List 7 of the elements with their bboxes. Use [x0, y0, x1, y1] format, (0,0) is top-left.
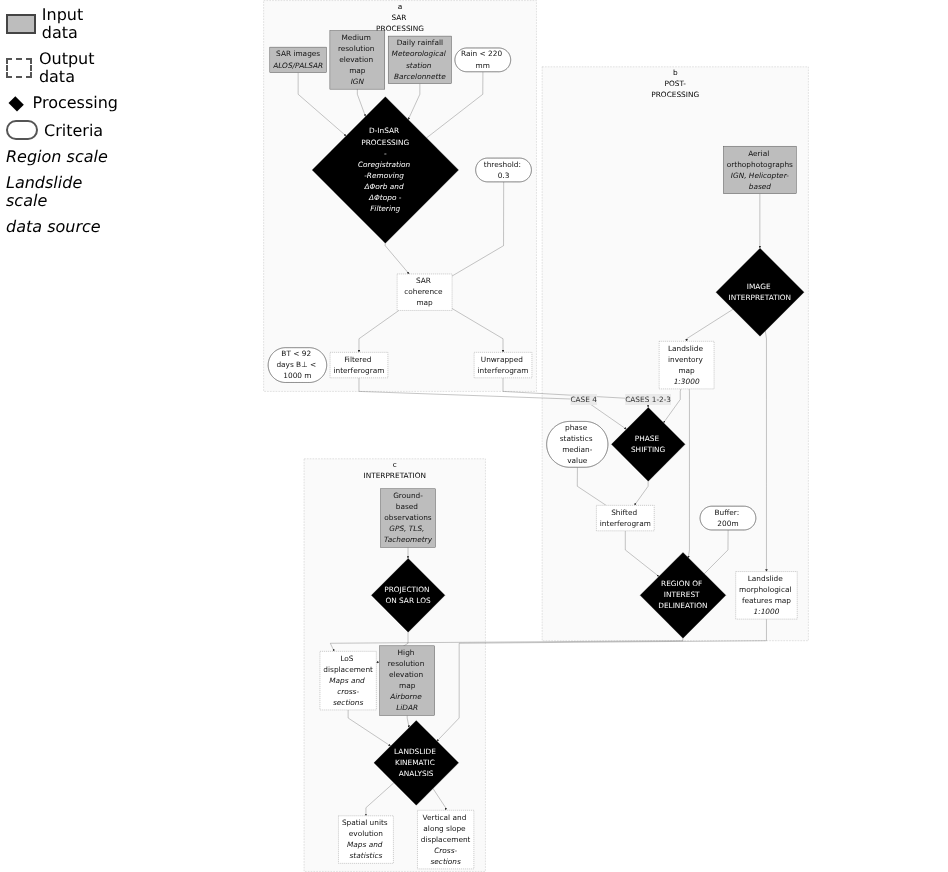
legend-text: Criteria [44, 121, 104, 139]
note-label: data source [6, 218, 103, 236]
note-label: Landslide scale [6, 174, 85, 210]
legend-text: Processing [32, 94, 118, 112]
legend-text: Output data [38, 50, 97, 86]
note-label: Region scale [6, 148, 110, 166]
legend-text: Input data [41, 6, 86, 42]
